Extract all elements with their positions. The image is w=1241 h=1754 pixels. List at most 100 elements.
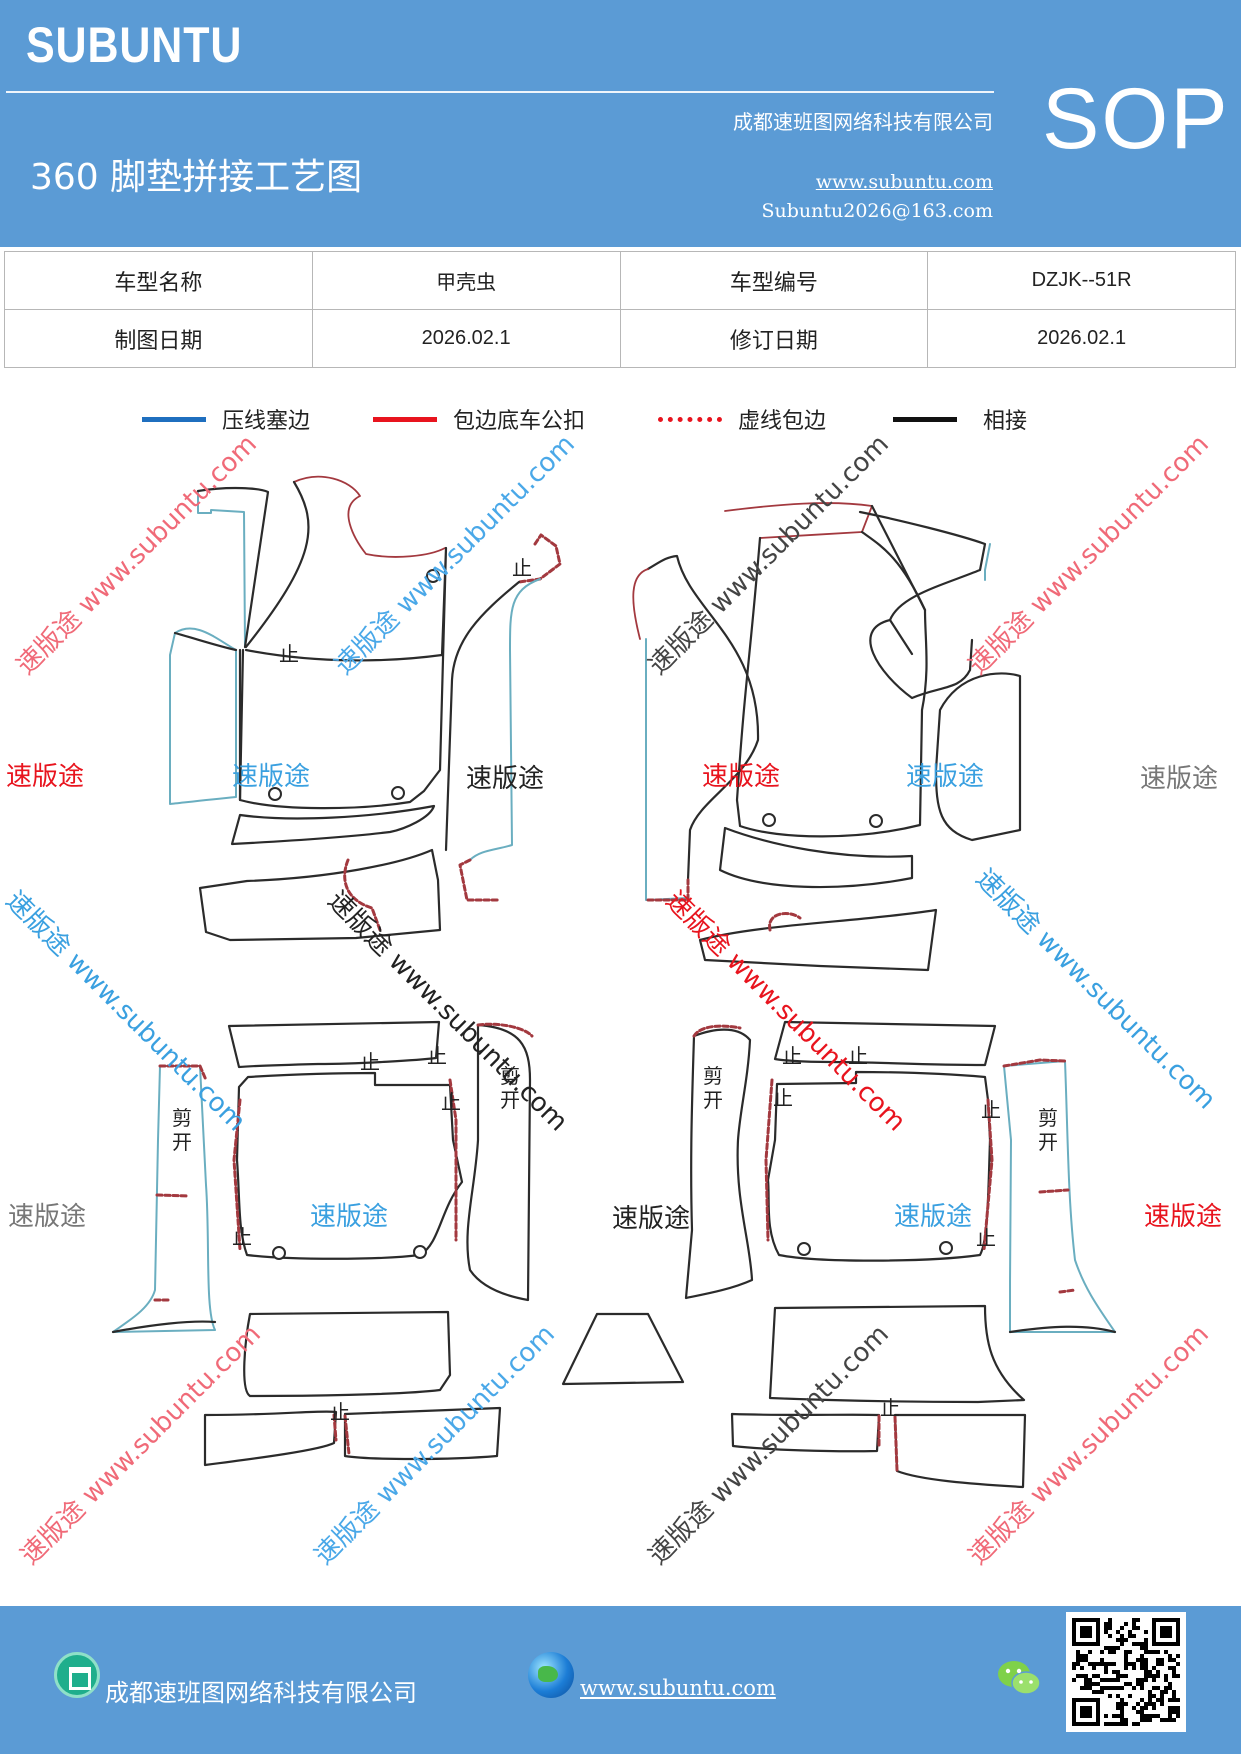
header-company: 成都速班图网络科技有限公司 (733, 110, 993, 134)
legend-item-press-line: 压线塞边 (142, 402, 310, 436)
floor-mat-diagram: .k { stroke:#2b2b2b; stroke-width:2.2; }… (0, 429, 1241, 1600)
floor-mat-rear-strip-right (730, 1412, 881, 1453)
pattern-piece-outline (173, 631, 238, 652)
stop-mark: 止 (232, 1225, 252, 1249)
pattern-piece-dashed-edge (476, 1022, 534, 1038)
pattern-piece-outline (860, 530, 927, 612)
floor-mat-rear-top-strip (773, 1020, 997, 1067)
floor-mat-rear-bottom-right (768, 1304, 1026, 1404)
stop-mark: 止 (782, 1044, 802, 1068)
brand-logo: SUBUNTU (26, 17, 243, 73)
floor-mat-tunnel-left (469, 578, 541, 861)
cut-mark: 开 (703, 1088, 723, 1112)
watermark-brand: 速版途 (232, 762, 311, 792)
document-title: 360 脚垫拼接工艺图 (30, 157, 363, 198)
legend-label: 压线塞边 (222, 409, 311, 434)
model-code-value: DZJK--51R (927, 251, 1236, 310)
revise-date-value: 2026.02.1 (927, 309, 1236, 368)
piece-group-rear-right (684, 1020, 1117, 1489)
stop-mark: 止 (441, 1090, 461, 1114)
stop-mark: 止 (427, 1044, 447, 1068)
floor-mat-rear-strip-end (893, 1413, 1027, 1489)
stop-mark: 止 (976, 1226, 996, 1250)
pattern-piece-dashed-edge (893, 1415, 899, 1472)
header-email[interactable]: Subuntu2026@163.com (761, 200, 993, 222)
stop-mark: 止 (330, 1400, 350, 1424)
piece-group-rear-left (111, 1020, 685, 1467)
pattern-pieces-svg: .k { stroke:#2b2b2b; stroke-width:2.2; }… (111, 475, 1117, 1489)
cut-mark: 剪 (172, 1106, 192, 1130)
pattern-piece-dashed-edge (232, 1098, 242, 1252)
legend-swatch-blue (142, 416, 206, 422)
floor-mat-rear-strip-left (203, 1410, 338, 1467)
draw-date-label: 制图日期 (4, 309, 313, 368)
footer-website-link[interactable]: www.subuntu.com (580, 1676, 776, 1700)
stop-mark: 止 (981, 1098, 1001, 1122)
header-divider (6, 91, 994, 93)
cut-mark: 开 (500, 1088, 520, 1112)
cut-mark: 剪 (1038, 1106, 1058, 1130)
draw-date-value: 2026.02.1 (311, 309, 621, 368)
watermark-brand: 速版途 (6, 762, 85, 792)
mounting-hole (268, 787, 282, 801)
pattern-piece-outline (196, 486, 270, 649)
cut-mark: 剪 (703, 1064, 723, 1088)
legend-item-binding: 包边底车公扣 (373, 402, 585, 436)
legend-swatch-red-dotted (658, 416, 722, 422)
pattern-piece-dashed-edge (982, 1098, 994, 1252)
home-icon (54, 1652, 100, 1698)
pattern-piece-dashed-edge (646, 878, 690, 902)
floor-mat-tunnel-cap (561, 1312, 685, 1386)
qr-code-image (1072, 1618, 1180, 1726)
pattern-piece-dashed-edge (1038, 1188, 1070, 1194)
legend-label: 虚线包边 (738, 409, 827, 434)
header-banner: SUBUNTU 360 脚垫拼接工艺图 成都速班图网络科技有限公司 www.su… (0, 0, 1241, 247)
floor-mat-rear-right (766, 1070, 992, 1262)
legend-item-joined: 相接 (893, 402, 1027, 436)
pattern-piece-dashed-edge (155, 1193, 190, 1198)
floor-mat-rear-side-right (1003, 1060, 1116, 1333)
wechat-icon[interactable] (996, 1658, 1042, 1698)
floor-mat-front-right (735, 504, 928, 838)
mounting-hole (797, 1242, 811, 1256)
piece-group-front-right (632, 502, 1022, 972)
floor-mat-rear-strip (198, 848, 442, 942)
header-website-link[interactable]: www.subuntu.com (815, 171, 993, 193)
floor-mat-heel-strip (718, 826, 914, 889)
watermark-brand: 速版途 (906, 762, 985, 792)
pattern-piece-edge (197, 490, 246, 648)
pattern-piece-outline (244, 480, 310, 649)
floor-mat-side-left (169, 627, 237, 805)
model-name-value: 甲壳虫 (311, 251, 621, 310)
pattern-piece-dashed-edge (764, 1078, 774, 1242)
footer-banner: 成都速班图网络科技有限公司 www.subuntu.com (0, 1606, 1241, 1754)
pattern-piece-outline (111, 1320, 217, 1334)
watermark-brand: 速版途 (1140, 764, 1219, 794)
pattern-piece-dashed-edge (768, 912, 802, 932)
legend-label: 相接 (983, 409, 1028, 434)
floor-mat-rear-strip (698, 908, 938, 972)
watermark-brand: 速版途 (894, 1202, 973, 1232)
footer-company: 成都速班图网络科技有限公司 (105, 1679, 417, 1707)
revise-date-label: 修订日期 (619, 309, 929, 368)
floor-mat-front-left (238, 546, 448, 810)
mounting-hole (939, 1241, 953, 1255)
stop-mark: 止 (773, 1086, 793, 1110)
legend-swatch-red (373, 416, 437, 422)
pattern-piece-dashed-edge (343, 1414, 351, 1456)
watermark-brand: 速版途 (1144, 1202, 1223, 1232)
pattern-piece-dashed-edge (1058, 1288, 1077, 1294)
info-table: 车型名称 甲壳虫 车型编号 DZJK--51R 制图日期 2026.02.1 修… (4, 251, 1236, 368)
watermark-brand: 速版途 (310, 1202, 389, 1232)
pattern-piece-outline (858, 510, 987, 622)
floor-mat-side-right (934, 672, 1022, 842)
model-code-label: 车型编号 (619, 251, 929, 310)
globe-icon (528, 1652, 574, 1698)
model-name-label: 车型名称 (4, 251, 313, 310)
legend-label: 包边底车公扣 (453, 409, 586, 434)
legend-item-dashed-binding: 虚线包边 (658, 402, 826, 436)
piece-group-front-left (169, 475, 562, 942)
floor-mat-rear-bottom-left (243, 1310, 452, 1398)
mounting-hole (869, 814, 883, 828)
pattern-piece-dashed-edge (158, 1064, 208, 1082)
